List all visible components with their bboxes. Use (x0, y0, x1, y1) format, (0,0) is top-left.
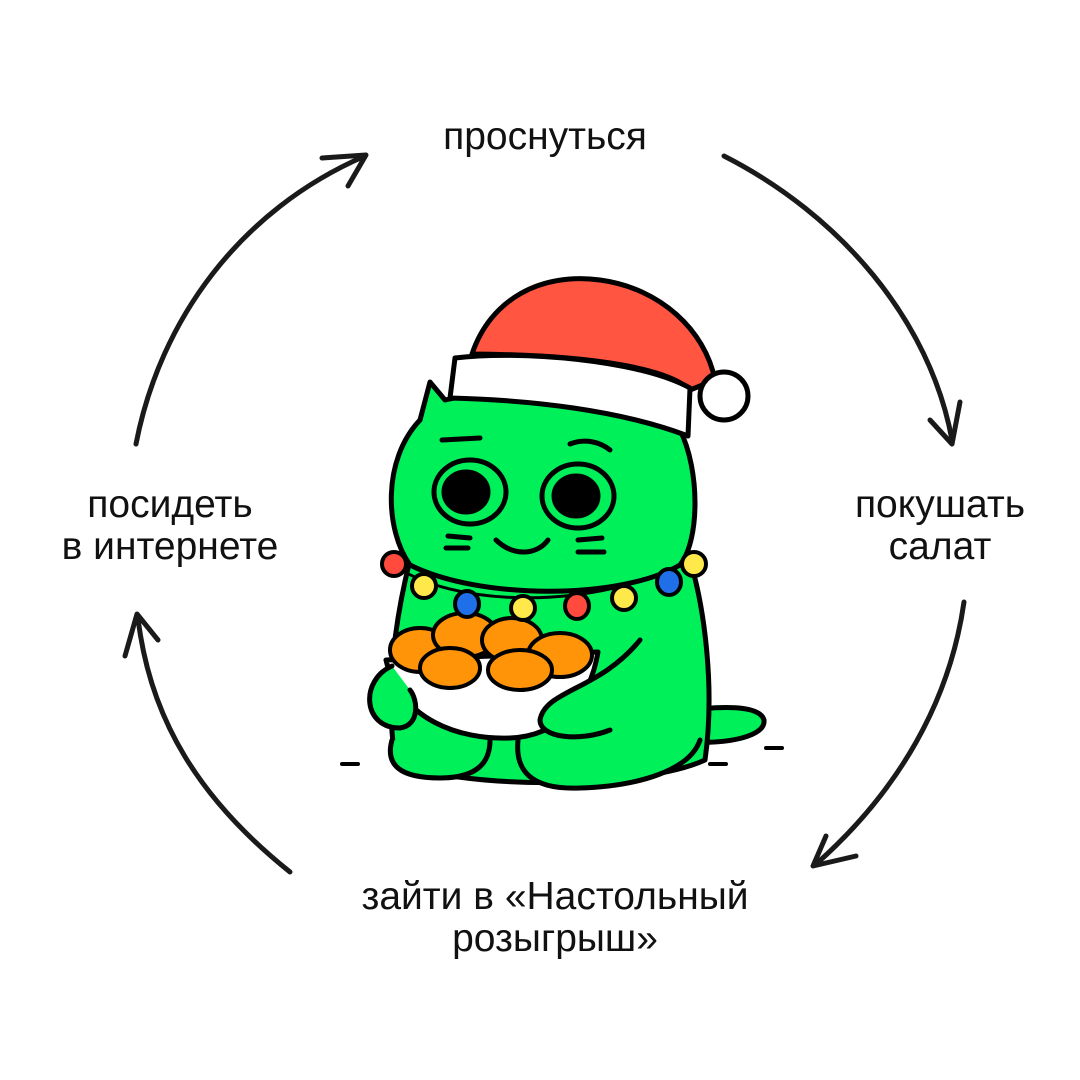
step-browse-internet: посидеть в интернете (61, 483, 279, 568)
arrowhead-icon (810, 833, 859, 869)
arrowhead-icon (122, 611, 161, 659)
arrowhead-icon (319, 152, 369, 189)
arrow-top-to-right (721, 153, 955, 443)
cat-illustration (340, 276, 784, 791)
arrow-bottom-to-left (135, 615, 293, 875)
arrow-right-to-bottom (812, 599, 967, 868)
step-wake-up: проснуться (443, 115, 647, 158)
arrow-left-to-top (133, 153, 368, 447)
step-visit-giveaway: зайти в «Настольный розыгрыш» (361, 875, 749, 960)
step-eat-salad: покушать салат (854, 483, 1026, 568)
arrowhead-icon (927, 399, 963, 447)
